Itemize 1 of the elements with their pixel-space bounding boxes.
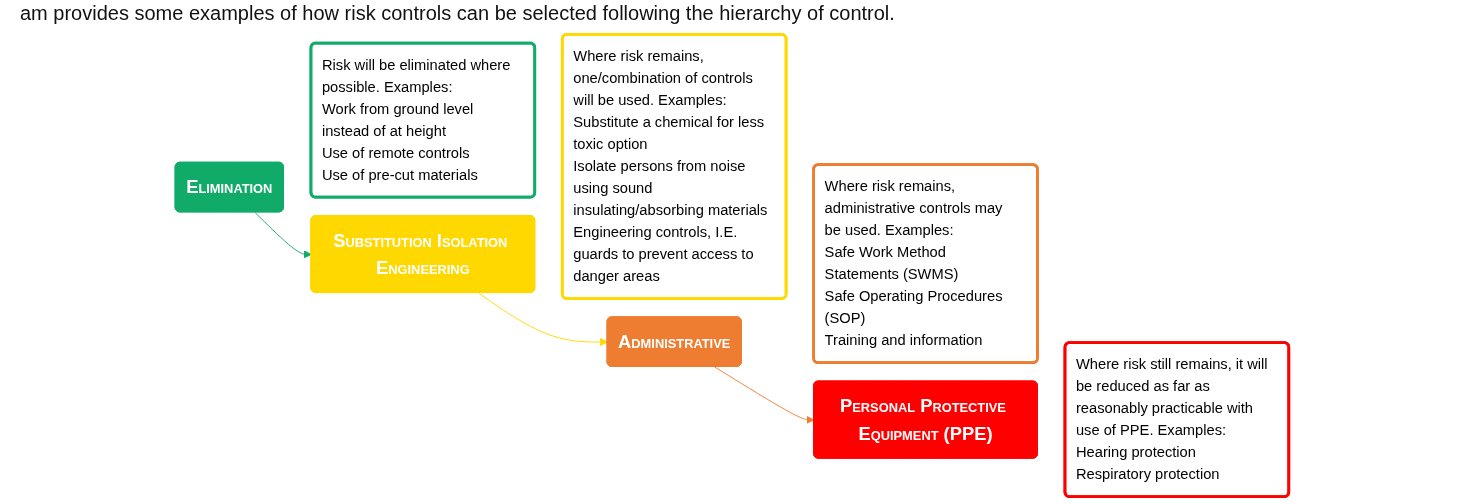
intro-text: am provides some examples of how risk controls can be selected following the hierarchy of control. — [20, 2, 896, 25]
